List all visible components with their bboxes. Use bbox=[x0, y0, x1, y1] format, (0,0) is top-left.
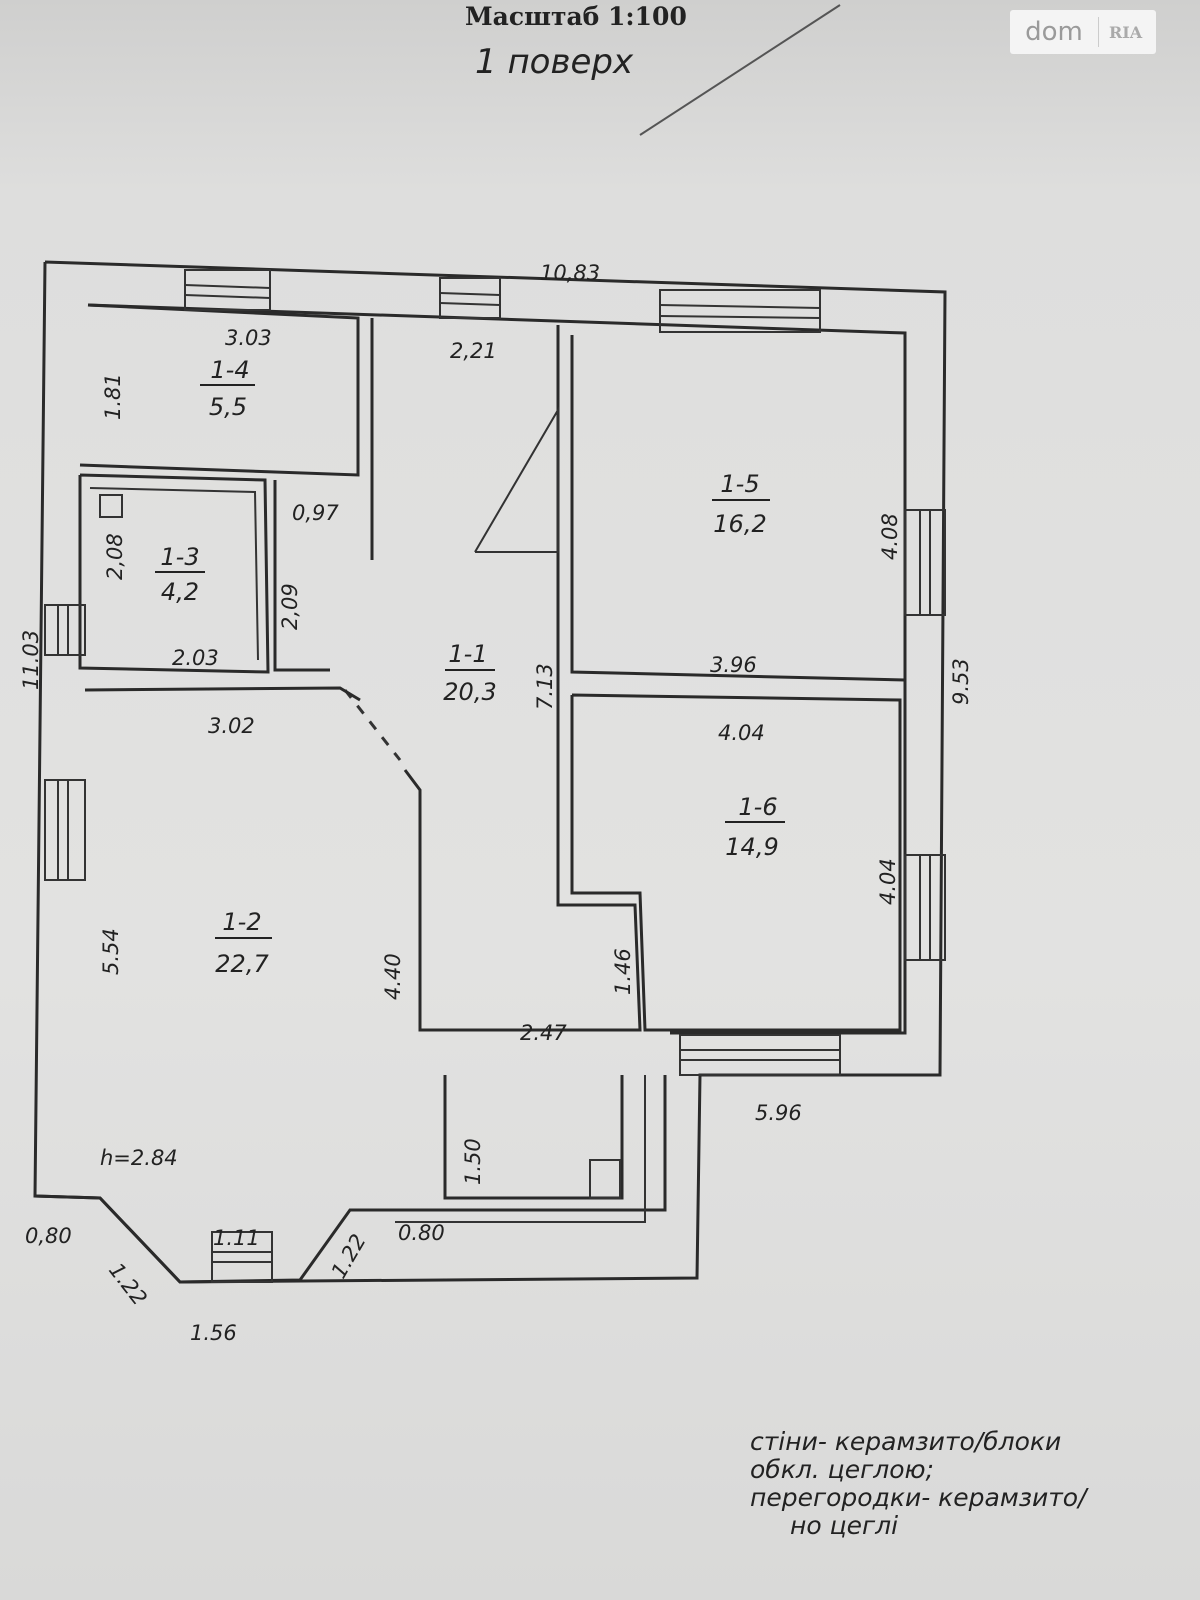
floor-label: 1 поверх bbox=[475, 42, 634, 82]
svg-text:0,97: 0,97 bbox=[292, 501, 339, 525]
svg-text:16,2: 16,2 bbox=[713, 510, 766, 538]
svg-text:1-6: 1-6 bbox=[738, 793, 777, 821]
svg-text:1.50: 1.50 bbox=[461, 1138, 485, 1185]
wc-wall bbox=[273, 480, 330, 672]
svg-text:h=2.84: h=2.84 bbox=[100, 1146, 178, 1170]
svg-text:11.03: 11.03 bbox=[19, 630, 43, 690]
note-line: но цеглі bbox=[790, 1511, 899, 1540]
room-label-1-3: 1-34,2 bbox=[155, 543, 205, 606]
svg-text:4.40: 4.40 bbox=[381, 953, 405, 1000]
svg-text:4.04: 4.04 bbox=[718, 721, 765, 745]
room-label-1-4: 1-45,5 bbox=[200, 356, 255, 421]
construction-notes: стіни- керамзито/блоки обкл. цеглою; пер… bbox=[750, 1428, 1087, 1540]
logo-ria: RIA bbox=[1109, 22, 1143, 42]
windows bbox=[44, 269, 946, 1283]
svg-text:1.11: 1.11 bbox=[213, 1226, 260, 1250]
svg-text:1-4: 1-4 bbox=[210, 356, 249, 384]
svg-text:3.02: 3.02 bbox=[208, 714, 255, 738]
toilet-icon bbox=[99, 494, 123, 518]
stairs-icon bbox=[474, 406, 559, 553]
svg-text:2,08: 2,08 bbox=[103, 533, 127, 580]
door-opening bbox=[343, 689, 402, 761]
room-1-4-walls bbox=[79, 303, 360, 477]
svg-text:5.96: 5.96 bbox=[755, 1101, 802, 1125]
svg-text:3.96: 3.96 bbox=[710, 653, 757, 677]
room-label-1-5: 1-5 16,2 bbox=[712, 470, 770, 538]
room-label-1-6: 1-6 14,9 bbox=[725, 793, 785, 861]
svg-text:5,5: 5,5 bbox=[209, 393, 247, 421]
note-line: стіни- керамзито/блоки bbox=[750, 1427, 1062, 1456]
svg-text:2.03: 2.03 bbox=[172, 646, 219, 670]
svg-text:4.04: 4.04 bbox=[876, 858, 900, 905]
note-line: обкл. цеглою; bbox=[750, 1455, 934, 1484]
room-label-1-2: 1-2 22,7 bbox=[215, 908, 272, 978]
room-label-1-1: 1-1 20,3 bbox=[443, 640, 496, 706]
outer-wall-outer bbox=[33, 260, 947, 1284]
svg-text:0.80: 0.80 bbox=[398, 1221, 445, 1245]
svg-text:4.08: 4.08 bbox=[878, 513, 902, 560]
svg-text:10,83: 10,83 bbox=[540, 261, 600, 285]
svg-text:9.53: 9.53 bbox=[949, 658, 973, 705]
room-1-6-walls bbox=[570, 693, 902, 1032]
scale-label: Масштаб 1:100 bbox=[465, 2, 687, 31]
svg-text:20,3: 20,3 bbox=[443, 678, 496, 706]
hall-right-wall bbox=[403, 325, 642, 1032]
svg-text:22,7: 22,7 bbox=[215, 950, 269, 978]
svg-text:5.54: 5.54 bbox=[99, 928, 123, 975]
svg-text:1.22: 1.22 bbox=[104, 1258, 152, 1310]
svg-text:2,21: 2,21 bbox=[450, 339, 497, 363]
svg-text:2.47: 2.47 bbox=[520, 1021, 567, 1045]
room-1-5-walls bbox=[570, 335, 906, 682]
svg-text:7.13: 7.13 bbox=[533, 663, 557, 710]
note-line: перегородки- керамзито/ bbox=[750, 1483, 1087, 1512]
porch-box bbox=[589, 1159, 621, 1199]
dimension-labels: 10,83 3.03 2,21 1.81 0,97 2,08 2,09 2.03… bbox=[19, 261, 973, 1345]
porch-walls bbox=[443, 1075, 624, 1200]
svg-text:2,09: 2,09 bbox=[278, 583, 302, 630]
svg-text:14,9: 14,9 bbox=[725, 833, 778, 861]
bay-walls bbox=[34, 1075, 667, 1284]
stray-line bbox=[639, 4, 841, 136]
domria-logo[interactable]: dom RIA bbox=[1010, 10, 1156, 54]
svg-text:4,2: 4,2 bbox=[161, 578, 199, 606]
svg-text:1.46: 1.46 bbox=[611, 948, 635, 995]
svg-text:1-5: 1-5 bbox=[720, 470, 759, 498]
room-1-2-walls bbox=[84, 686, 361, 702]
svg-text:3.03: 3.03 bbox=[225, 326, 272, 350]
porch-steps bbox=[395, 1075, 646, 1223]
logo-dom: dom bbox=[1010, 17, 1099, 47]
room-1-3-inner bbox=[89, 487, 259, 661]
svg-text:1.56: 1.56 bbox=[190, 1321, 237, 1345]
room-1-3-walls bbox=[78, 473, 270, 674]
svg-text:1-2: 1-2 bbox=[222, 908, 261, 936]
svg-text:1-1: 1-1 bbox=[448, 640, 487, 668]
svg-text:1.81: 1.81 bbox=[101, 373, 125, 420]
svg-text:0,80: 0,80 bbox=[25, 1224, 72, 1248]
svg-text:1-3: 1-3 bbox=[160, 543, 199, 571]
svg-text:1.22: 1.22 bbox=[327, 1230, 371, 1283]
